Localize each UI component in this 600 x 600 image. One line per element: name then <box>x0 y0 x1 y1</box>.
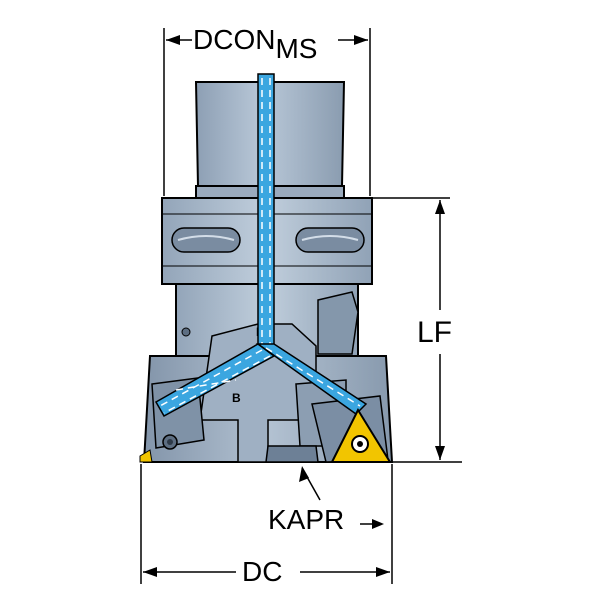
lf-label: LF <box>417 316 453 349</box>
dcon-arrow-right <box>354 35 368 45</box>
kapr-dimension <box>299 466 384 529</box>
lf-dimension <box>372 197 462 463</box>
dcon-label: DCONMS <box>193 24 317 63</box>
insert-mark-lower: B <box>232 391 241 405</box>
dc-dimension <box>140 464 393 584</box>
triangular-insert <box>330 407 392 463</box>
dc-label: DC <box>242 556 283 587</box>
lf-arrow-bottom <box>435 446 445 460</box>
dcon-label-main: DCON <box>193 24 276 55</box>
kapr-label: KAPR <box>268 504 345 535</box>
drive-slot-right <box>295 227 365 253</box>
dc-arrow-left <box>143 567 157 577</box>
dcon-label-sub: MS <box>275 33 318 64</box>
dcon-arrow-left <box>166 35 180 45</box>
lf-arrow-top <box>435 200 445 214</box>
coolant-channels <box>154 73 368 418</box>
dcon-dimension <box>163 28 371 196</box>
drive-slot-left <box>171 227 241 253</box>
dc-arrow-right <box>376 567 390 577</box>
screw-hole-left <box>181 327 191 337</box>
